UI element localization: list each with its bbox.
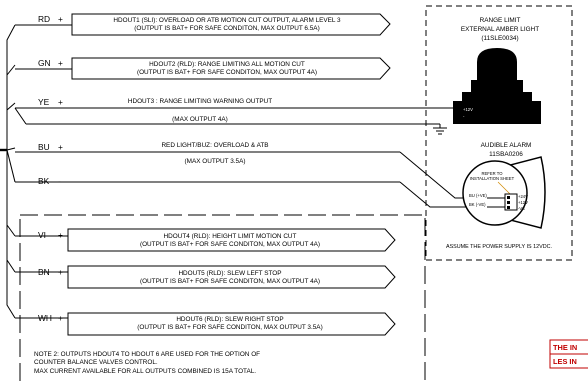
wire-gn: GN + HDOUT2 (RLD): RANGE LIMITING ALL MO… — [15, 57, 391, 80]
range-limit-title: RANGE LIMIT — [480, 17, 521, 24]
output-label-line2: (OUTPUT IS BAT+ FOR SAFE CONDITON, MAX O… — [137, 69, 317, 76]
bk-ve-label: BK (-VE) — [469, 202, 486, 207]
wire-bk: BK - — [15, 176, 468, 208]
power-supply-note: ASSUME THE POWER SUPPLY IS 12VDC. — [446, 244, 552, 250]
note-line1: NOTE 2: OUTPUTS HDOUT4 TO HDOUT 6 ARE US… — [34, 351, 260, 358]
wire-rd: RD + HDOUT1 (SLI): OVERLOAD OR ATB MOTIO… — [15, 13, 391, 36]
bk-label: BK — [453, 111, 459, 116]
rd-label: RD — [453, 102, 459, 107]
output-label-line2: (OUTPUT IS BAT+ FOR SAFE CONDITON, MAX O… — [140, 241, 320, 248]
output-label-line1: RED LIGHT/BUZ: OVERLOAD & ATB — [161, 142, 268, 149]
output-label-line1: HDOUT2 (RLD): RANGE LIMITING ALL MOTION … — [149, 61, 305, 68]
output-label-line2: (OUTPUT IS BAT+ FOR SAFE CONDITON, MAX O… — [137, 324, 322, 331]
wire-bu: BU + RED LIGHT/BUZ: OVERLOAD & ATB (MAX … — [15, 142, 468, 199]
ve-label: -VE — [518, 206, 525, 211]
v12-label: +12V — [518, 200, 528, 205]
wire-sign: + — [58, 58, 63, 68]
wire-tag: YE — [38, 97, 50, 107]
wire-tag: RD — [38, 14, 50, 24]
v24-label: +24V — [518, 194, 528, 199]
minus-label: - — [463, 114, 465, 119]
range-limit-subtitle: EXTERNAL AMBER LIGHT — [461, 26, 539, 33]
range-limit-light: RANGE LIMIT EXTERNAL AMBER LIGHT (11SLE0… — [433, 17, 541, 135]
wire-sign: + — [58, 97, 63, 107]
wire-sign: - — [58, 176, 61, 186]
output-label-line1: HDOUT4 (RLD): HEIGHT LIMIT MOTION CUT — [164, 233, 297, 240]
refer-label: REFER TO — [481, 171, 503, 176]
wire-tag: BK — [38, 176, 50, 186]
devices-dashed-frame — [425, 5, 573, 261]
wire-ye: YE + HDOUT3 : RANGE LIMITING WARNING OUT… — [14, 97, 440, 125]
output-label-line2: (MAX OUTPUT 3.5A) — [185, 158, 246, 165]
speaker-horn-icon — [498, 156, 546, 229]
audible-alarm-part: 11SBA0206 — [489, 151, 523, 158]
output-label-line1: HDOUT6 (RLD): SLEW RIGHT STOP — [176, 316, 283, 323]
wire-tag: BU — [38, 142, 50, 152]
output-label-line1: HDOUT5 (RLD): SLEW LEFT STOP — [178, 270, 281, 277]
range-limit-part: (11SLE0034) — [481, 35, 518, 42]
cbv-dashed-frame — [19, 214, 426, 381]
note-line2: COUNTER BALANCE VALVES CONTROL. — [34, 359, 158, 366]
audible-alarm-title: AUDIBLE ALARM — [481, 142, 532, 149]
output-label-line2: (MAX OUTPUT 4A) — [172, 116, 228, 123]
clipped-text-b: LES IN — [553, 357, 577, 366]
wire-sign: + — [58, 230, 63, 240]
output-label-line1: HDOUT1 (SLI): OVERLOAD OR ATB MOTION CUT… — [113, 17, 341, 24]
notes: NOTE 2: OUTPUTS HDOUT4 TO HDOUT 6 ARE US… — [34, 351, 260, 375]
amber-light-icon — [477, 48, 517, 80]
output-label-line2: (OUTPUT IS BAT+ FOR SAFE CONDITON, MAX O… — [140, 278, 320, 285]
wire-sign: + — [58, 14, 63, 24]
refer-label-2: INSTALLATION SHEET — [470, 176, 515, 181]
bu-ve-label: BU (+VE) — [469, 193, 487, 198]
wire-vi: VI + HDOUT4 (RLD): HEIGHT LIMIT MOTION C… — [15, 228, 396, 252]
wire-wh: WH + HDOUT6 (RLD): SLEW RIGHT STOP (OUTP… — [15, 312, 396, 336]
output-label-line2: (OUTPUT IS BAT+ FOR SAFE CONDITON, MAX O… — [134, 25, 319, 32]
clipped-text-a: THE IN — [553, 343, 577, 352]
note-line3: MAX CURRENT AVAILABLE FOR ALL OUTPUTS CO… — [34, 368, 256, 375]
wire-bn: BN + HDOUT5 (RLD): SLEW LEFT STOP (OUTPU… — [15, 265, 396, 289]
output-label-line1: HDOUT3 : RANGE LIMITING WARNING OUTPUT — [128, 98, 272, 105]
wire-tag: GN — [38, 58, 51, 68]
audible-alarm: AUDIBLE ALARM 11SBA0206 REFER TO INSTALL… — [446, 142, 552, 250]
wire-bundle — [0, 24, 16, 319]
wire-sign: + — [58, 142, 63, 152]
wire-tag: VI — [38, 230, 46, 240]
clipped-notice: THE IN LES IN — [549, 339, 588, 369]
plus12-label: +12V — [463, 107, 473, 112]
